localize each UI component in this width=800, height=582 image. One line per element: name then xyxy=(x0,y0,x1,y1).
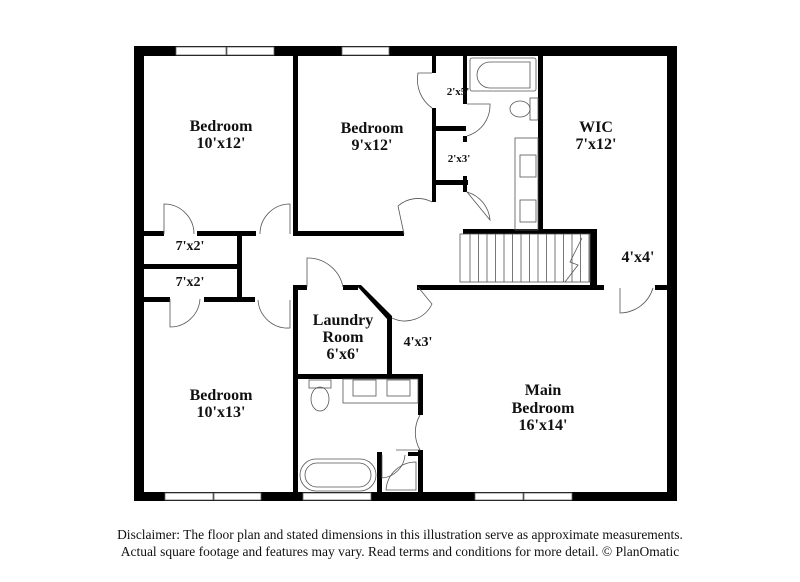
tub-basin xyxy=(476,61,531,89)
room-name: Bedroom xyxy=(512,400,575,417)
toilet-tank xyxy=(529,97,539,121)
room-size: 16'x14' xyxy=(519,417,568,434)
sink xyxy=(519,199,537,223)
bathtub xyxy=(299,458,377,492)
bathtub xyxy=(469,57,537,92)
room-size: 7'x2' xyxy=(176,275,205,290)
sink xyxy=(352,379,377,397)
room-size: 7'x2' xyxy=(176,239,205,254)
toilet xyxy=(310,386,330,412)
room-name: Laundry xyxy=(313,312,373,329)
room-size: 2'x5' xyxy=(447,86,470,98)
window xyxy=(523,492,573,501)
vanity xyxy=(342,378,419,404)
window xyxy=(175,46,227,56)
corner-shower xyxy=(385,461,417,491)
room-size: 10'x12' xyxy=(197,135,246,152)
room-name: Bedroom xyxy=(341,120,404,137)
windows xyxy=(164,46,573,501)
staircase[interactable] xyxy=(459,233,591,283)
sink xyxy=(386,379,411,397)
window xyxy=(341,46,390,56)
room-size: 9'x12' xyxy=(352,137,393,154)
window xyxy=(164,492,214,501)
interior-walls xyxy=(143,56,669,495)
room-size: 7'x12' xyxy=(576,136,617,153)
room-size: 10'x13' xyxy=(197,404,246,421)
outer-walls xyxy=(134,46,677,501)
room-name: Room xyxy=(323,329,365,346)
window xyxy=(474,492,524,501)
toilet xyxy=(509,100,531,118)
window xyxy=(213,492,262,501)
room-name: Bedroom xyxy=(190,118,253,135)
room-name: WIC xyxy=(579,119,613,136)
room-labels: Bedroom 10'x12' Bedroom 9'x12' WIC 7'x12… xyxy=(176,86,655,434)
doors xyxy=(163,72,654,479)
vanity xyxy=(514,137,539,231)
sink xyxy=(519,154,537,178)
room-name: Main xyxy=(525,382,562,399)
room-size: 4'x3' xyxy=(404,335,433,350)
room-size: 2'x3' xyxy=(448,153,471,165)
tub-basin xyxy=(304,462,372,488)
window xyxy=(302,492,372,501)
disclaimer-line-1: Disclaimer: The floor plan and stated di… xyxy=(117,527,683,542)
room-name: Bedroom xyxy=(190,387,253,404)
room-size: 4'x4' xyxy=(622,249,655,266)
disclaimer-line-2: Actual square footage and features may v… xyxy=(120,544,680,559)
room-size: 6'x6' xyxy=(327,346,360,363)
fixtures xyxy=(299,57,539,492)
toilet-tank xyxy=(308,379,332,389)
window xyxy=(226,46,275,56)
